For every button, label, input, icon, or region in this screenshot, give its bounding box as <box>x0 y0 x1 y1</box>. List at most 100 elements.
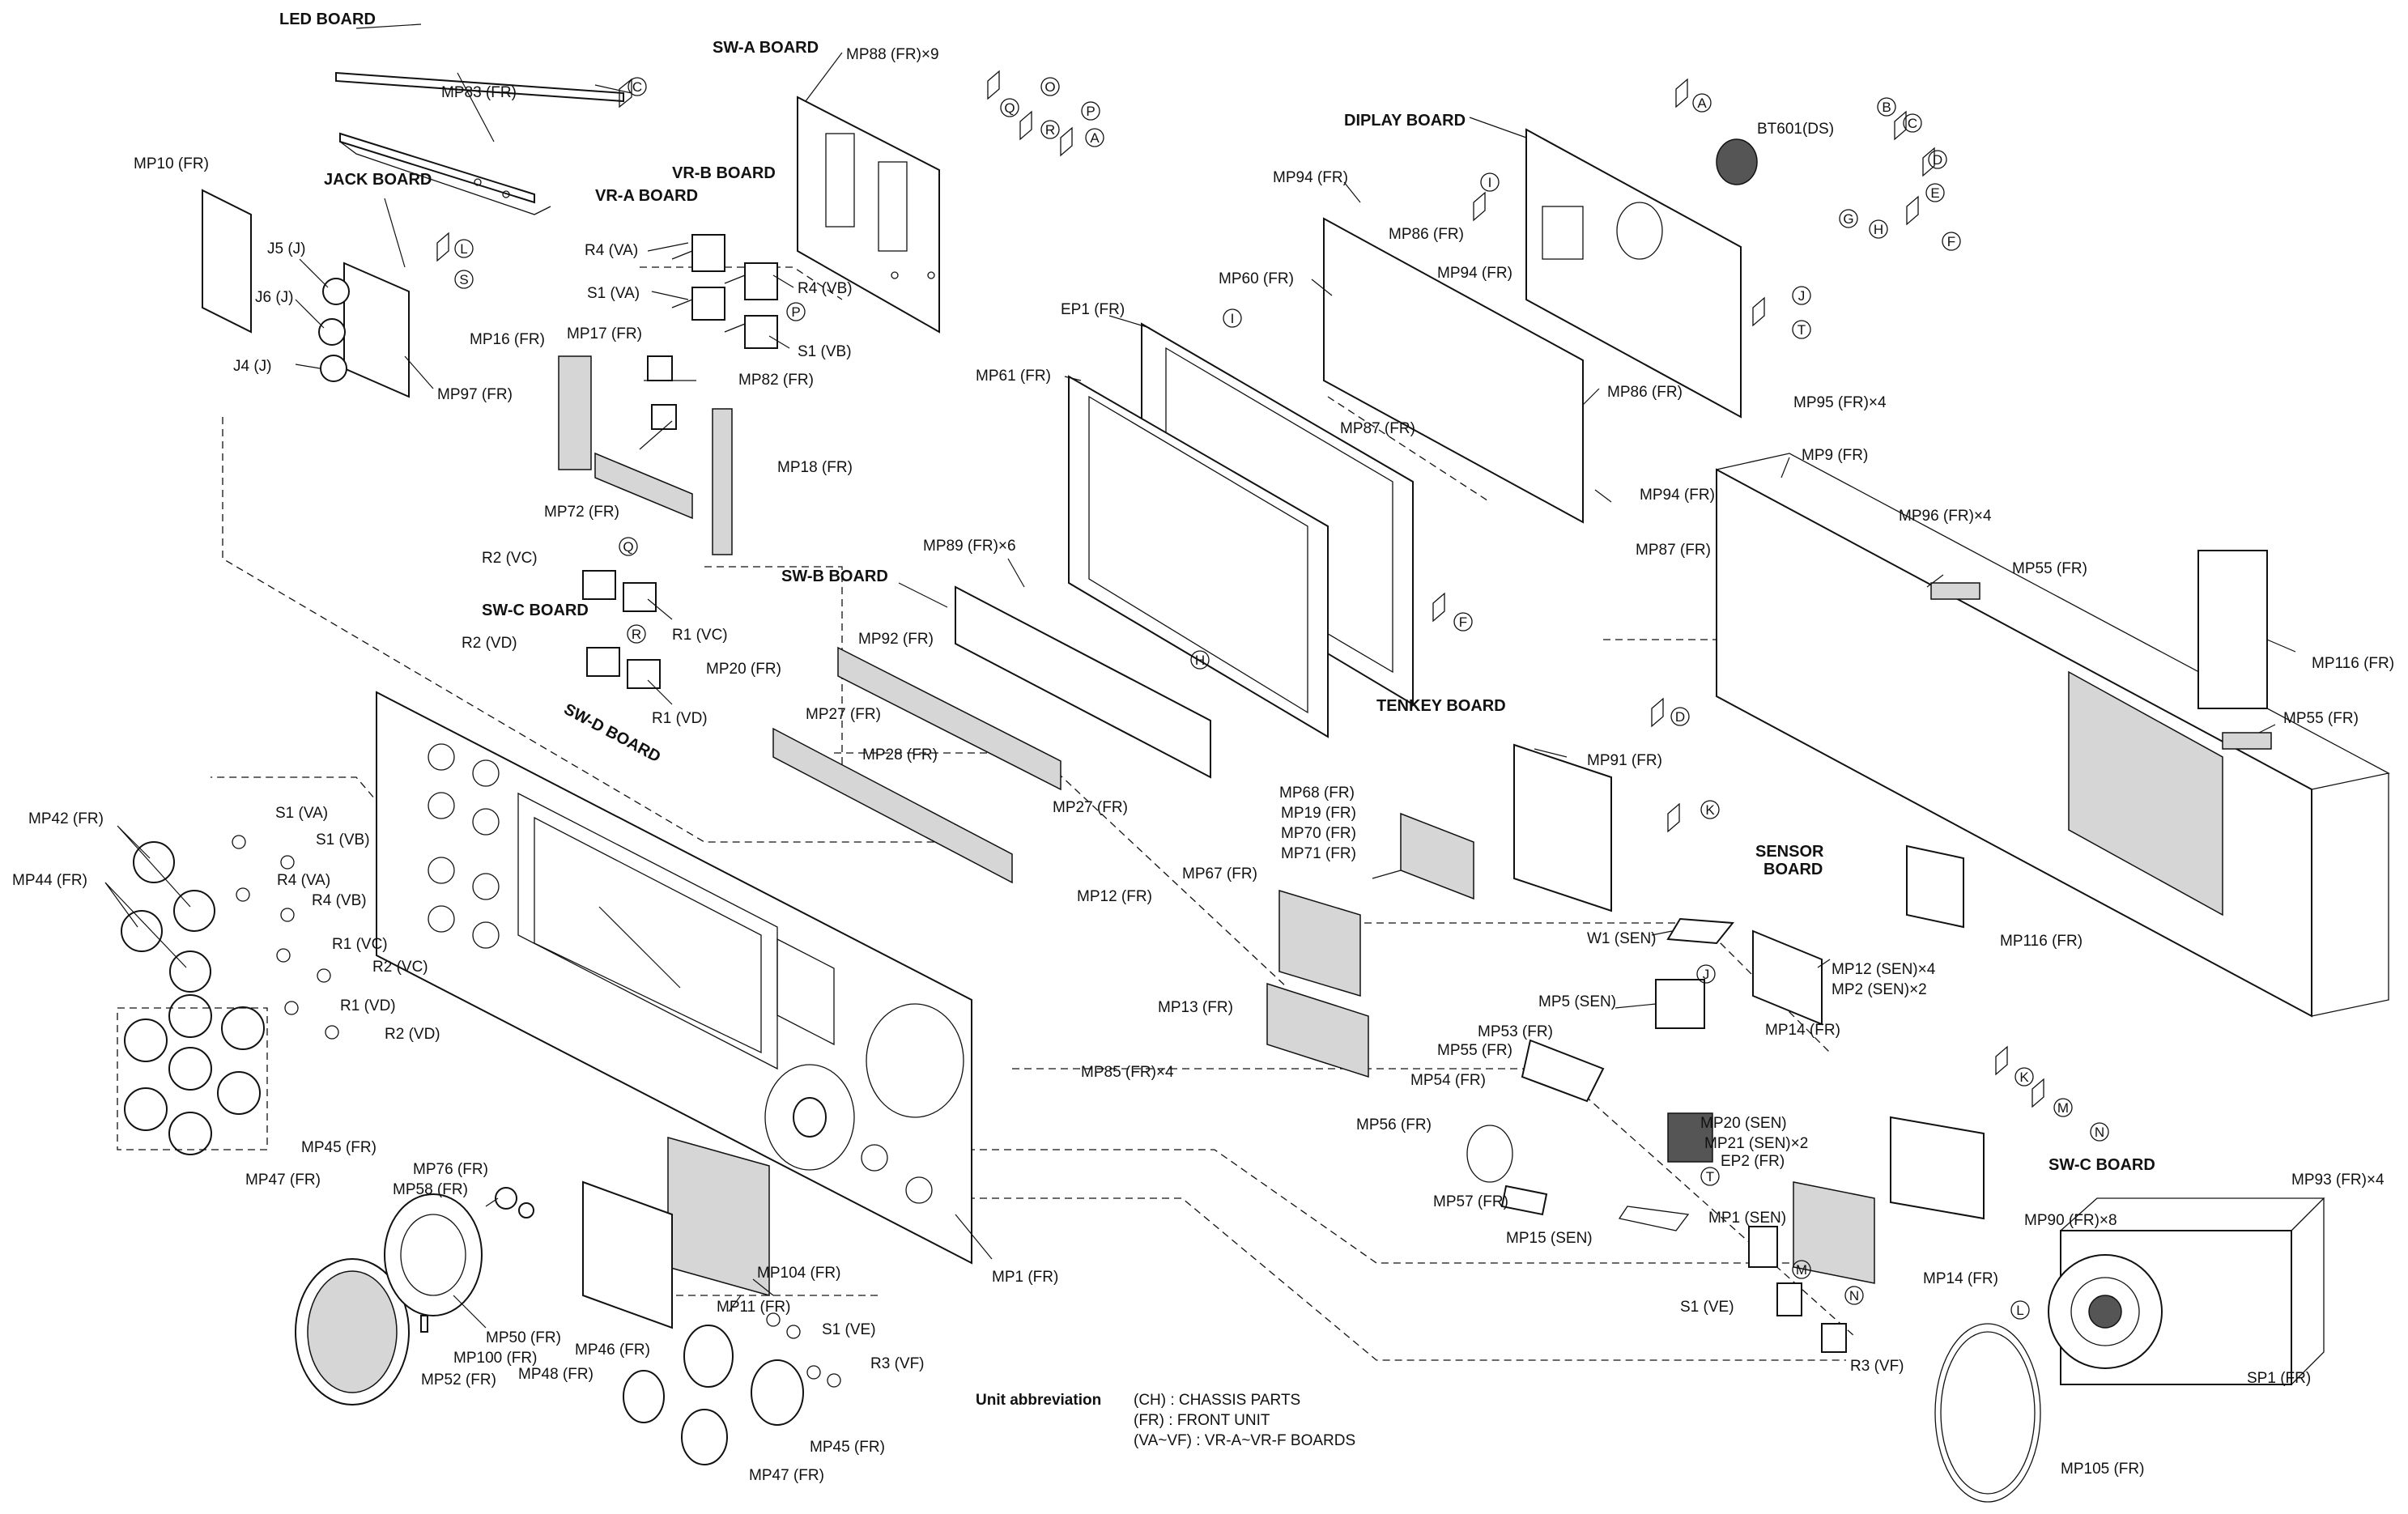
display-board-title: DIPLAY BOARD <box>1344 112 1466 130</box>
part-label: MP72 (FR) <box>544 504 619 521</box>
connector-marker: J <box>1792 286 1811 305</box>
part-label: MP92 (FR) <box>858 631 934 648</box>
legend-title: Unit abbreviation <box>976 1392 1101 1409</box>
chassis-assembly <box>1716 453 2390 1018</box>
svg-text:A: A <box>1697 96 1707 111</box>
connector-marker: P <box>1081 101 1100 121</box>
part-label: MP28 (FR) <box>862 746 938 763</box>
part-label: MP100 (FR) <box>453 1350 537 1367</box>
legend-row: (VA~VF) : VR-A~VR-F BOARDS <box>1134 1432 1355 1449</box>
part-label: MP16 (FR) <box>470 331 545 348</box>
part-label: MP95 (FR)×4 <box>1793 394 1887 411</box>
svg-text:D: D <box>1675 709 1685 725</box>
jack-board-title: JACK BOARD <box>324 171 432 189</box>
part-label: MP67 (FR) <box>1182 865 1257 882</box>
part-label: MP93 (FR)×4 <box>2291 1172 2385 1189</box>
tenkey-board-assembly <box>1266 743 1612 1078</box>
svg-text:K: K <box>2019 1070 2029 1085</box>
part-label: MP10 (FR) <box>134 155 209 172</box>
tenkey-board-title: TENKEY BOARD <box>1376 697 1506 715</box>
part-label: MP53 (FR) <box>1478 1023 1553 1040</box>
part-label: MP91 (FR) <box>1587 752 1662 769</box>
part-label: MP56 (FR) <box>1356 1116 1432 1133</box>
part-label: MP55 (FR) <box>2283 710 2359 727</box>
part-label: MP21 (SEN)×2 <box>1704 1135 1808 1152</box>
jack-board-assembly <box>202 189 434 398</box>
connector-marker: P <box>786 302 806 321</box>
part-label: MP46 (FR) <box>575 1342 650 1359</box>
svg-text:F: F <box>1459 615 1467 630</box>
front-panel-assembly <box>376 691 993 1265</box>
part-label: BT601(DS) <box>1757 121 1834 138</box>
part-label: MP54 (FR) <box>1410 1072 1486 1089</box>
part-label: MP70 (FR) <box>1281 825 1356 842</box>
speaker-assembly <box>1934 1197 2325 1503</box>
sw-d-board-title: SW-D BOARD <box>561 700 664 766</box>
sensor-board-assembly <box>1466 917 1831 1231</box>
part-label: R1 (VC) <box>332 936 388 953</box>
part-label: MP87 (FR) <box>1340 420 1415 437</box>
part-label: MP90 (FR)×8 <box>2024 1212 2117 1229</box>
part-label: EP1 (FR) <box>1061 301 1125 318</box>
knobs-left <box>104 825 339 1155</box>
svg-text:H: H <box>1195 653 1205 668</box>
connector-marker: E <box>1925 183 1945 202</box>
part-label: J5 (J) <box>267 240 306 257</box>
vr-b-board-title: VR-B BOARD <box>672 164 776 182</box>
part-label: MP97 (FR) <box>437 386 513 403</box>
sw-c-board-title-lower: SW-C BOARD <box>2049 1156 2155 1174</box>
connector-marker: F <box>1453 612 1473 632</box>
part-label: R4 (VA) <box>277 872 330 889</box>
part-label: MP45 (FR) <box>301 1139 377 1156</box>
part-label: MP60 (FR) <box>1219 270 1294 287</box>
grille-parts <box>582 1137 774 1329</box>
connector-marker: O <box>1040 77 1060 96</box>
svg-text:E: E <box>1930 185 1939 201</box>
svg-text:O: O <box>1044 79 1055 95</box>
part-label: MP1 (SEN) <box>1708 1210 1786 1227</box>
part-label: MP68 (FR) <box>1279 785 1355 802</box>
part-label: MP44 (FR) <box>12 872 87 889</box>
unit-abbreviation-legend: Unit abbreviation (CH) : CHASSIS PARTS (… <box>976 1392 1355 1449</box>
connector-marker: K <box>1700 800 1720 819</box>
sw-a-board-assembly <box>797 52 940 334</box>
svg-text:G: G <box>1843 211 1853 227</box>
connector-marker: T <box>1792 320 1811 339</box>
connector-marker: N <box>2090 1122 2109 1142</box>
part-label: R4 (VB) <box>798 280 853 297</box>
part-label: R2 (VD) <box>385 1026 440 1043</box>
part-label: MP45 (FR) <box>810 1439 885 1456</box>
part-label: MP5 (SEN) <box>1538 993 1616 1010</box>
part-label: R1 (VD) <box>652 710 708 727</box>
part-label: MP47 (FR) <box>245 1172 321 1189</box>
part-label: S1 (VA) <box>275 805 328 822</box>
connector-markers: C O Q R P A L S P Q R A B C D E F G H I … <box>454 77 2109 1320</box>
part-label: MP14 (FR) <box>1923 1270 1998 1287</box>
connector-marker: Q <box>619 537 638 556</box>
part-label: W1 (SEN) <box>1587 930 1657 947</box>
svg-text:J: J <box>1798 288 1806 304</box>
part-label: MP15 (SEN) <box>1506 1230 1593 1247</box>
part-label: S1 (VB) <box>798 343 852 360</box>
svg-text:A: A <box>1090 130 1100 146</box>
part-label: MP57 (FR) <box>1433 1193 1508 1210</box>
part-label: MP96 (FR)×4 <box>1899 508 1992 525</box>
part-label: MP58 (FR) <box>393 1181 468 1198</box>
main-dial-assembly <box>295 1187 534 1406</box>
svg-text:N: N <box>1849 1288 1859 1303</box>
svg-text:Q: Q <box>1004 100 1015 116</box>
part-label: MP12 (SEN)×4 <box>1832 961 1936 978</box>
part-label: R1 (VD) <box>340 997 396 1014</box>
part-label: EP2 (FR) <box>1721 1153 1785 1170</box>
part-label: MP85 (FR)×4 <box>1081 1064 1174 1081</box>
connector-marker: B <box>1877 97 1896 117</box>
svg-text:K: K <box>1705 802 1715 818</box>
connector-marker: J <box>1696 964 1716 984</box>
part-label: MP104 (FR) <box>757 1265 840 1282</box>
part-label: MP42 (FR) <box>28 810 104 827</box>
svg-text:I: I <box>1488 175 1492 190</box>
part-label: MP12 (FR) <box>1077 888 1152 905</box>
part-label: MP89 (FR)×6 <box>923 538 1016 555</box>
svg-text:R: R <box>1045 122 1055 138</box>
